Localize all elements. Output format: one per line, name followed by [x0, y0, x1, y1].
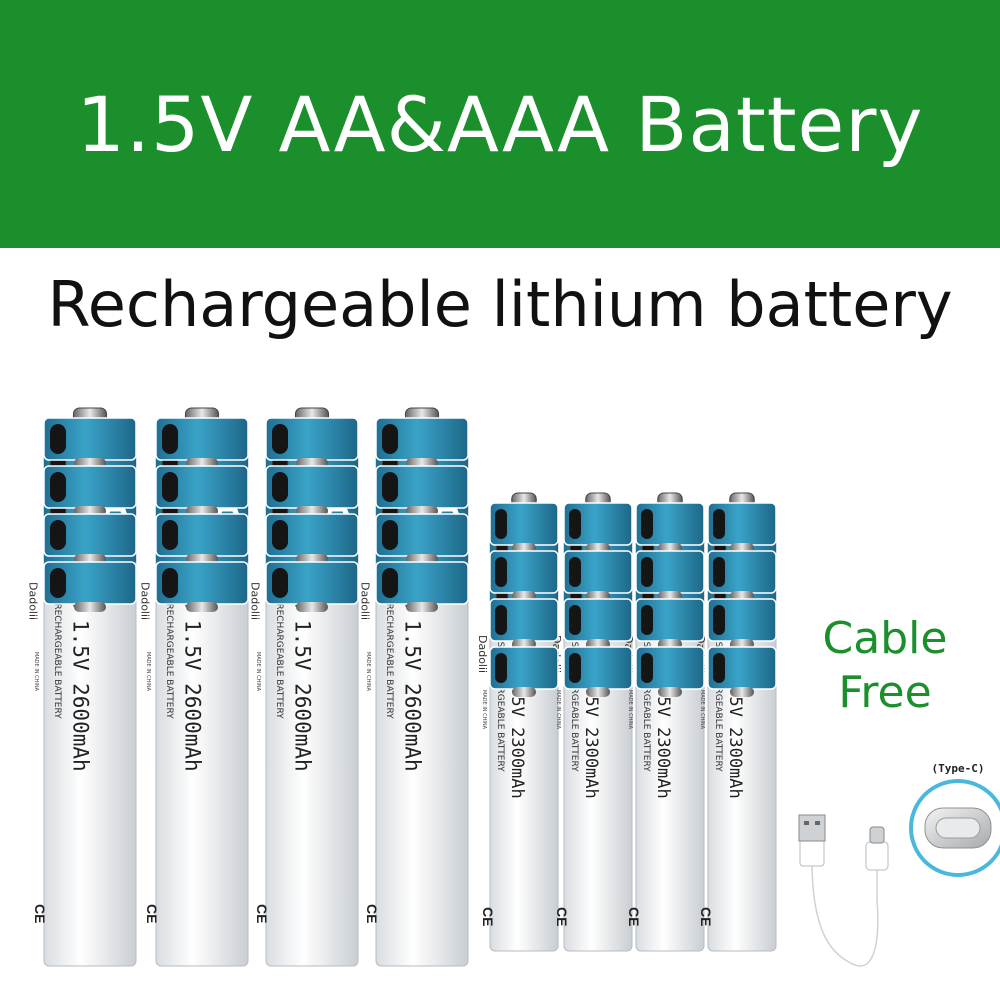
battery-print: AA 1.5V 2600mAh USB RECHARGEABLE BATTERY D… — [358, 582, 424, 923]
battery-origin: MADE IN CHINA — [555, 690, 561, 730]
usb-c-port-icon — [382, 424, 398, 454]
battery-type: USB RECHARGEABLE BATTERY — [384, 582, 394, 719]
battery-type: USB RECHARGEABLE BATTERY — [274, 582, 284, 719]
usb-c-port-icon — [272, 520, 288, 550]
header-banner: 1.5V AA&AAA Battery — [0, 0, 1000, 248]
battery-cap — [74, 602, 106, 612]
battery-type: USB RECHARGEABLE BATTERY — [164, 582, 174, 719]
battery-type: USB RECHARGEABLE BATTERY — [641, 635, 651, 772]
usb-c-port-icon — [382, 568, 398, 598]
battery-cap — [296, 602, 328, 612]
usb-c-port-icon — [162, 472, 178, 502]
ce-mark: CE — [480, 907, 496, 926]
battery-brand: Dadolii — [248, 582, 261, 620]
usb-c-port-icon — [50, 472, 66, 502]
battery-origin: MADE IN CHINA — [145, 652, 151, 692]
type-c-connector-icon — [909, 779, 1000, 877]
subtitle: Rechargeable lithium battery — [47, 268, 953, 341]
ce-mark: CE — [144, 904, 160, 923]
ce-mark: CE — [364, 904, 380, 923]
usb-c-port-icon — [162, 520, 178, 550]
usb-c-port-icon — [272, 472, 288, 502]
usb-c-port-icon — [495, 653, 507, 683]
battery-cap — [512, 687, 536, 697]
usb-c-port-icon — [641, 653, 653, 683]
usb-c-port-icon — [641, 557, 653, 587]
usb-c-port-icon — [569, 509, 581, 539]
battery-print: AA 1.5V 2600mAh USB RECHARGEABLE BATTERY D… — [138, 582, 204, 923]
battery-cap — [586, 687, 610, 697]
usb-c-port-icon — [272, 568, 288, 598]
usb-c-port-icon — [713, 653, 725, 683]
battery-type: USB RECHARGEABLE BATTERY — [713, 635, 723, 772]
battery-type: USB RECHARGEABLE BATTERY — [52, 582, 62, 719]
usb-cable-icon — [798, 814, 889, 971]
battery-brand: Dadolii — [476, 635, 489, 673]
usb-c-port-icon — [713, 509, 725, 539]
usb-c-port-icon — [495, 557, 507, 587]
cable-free-label: Cable Free — [790, 612, 980, 720]
ce-mark: CE — [626, 907, 642, 926]
battery-print: AA 1.5V 2600mAh USB RECHARGEABLE BATTERY D… — [26, 582, 92, 923]
cable-free-line-1: Cable — [822, 613, 948, 664]
ce-mark: CE — [698, 907, 714, 926]
battery-brand: Dadolii — [358, 582, 371, 620]
banner-title: 1.5V AA&AAA Battery — [76, 79, 924, 169]
battery-model: AA 1.5V 2600mAh — [400, 582, 424, 772]
ce-mark: CE — [32, 904, 48, 923]
usb-c-port-icon — [569, 653, 581, 683]
battery-model: AA 1.5V 2600mAh — [180, 582, 204, 772]
battery-type: USB RECHARGEABLE BATTERY — [495, 635, 505, 772]
battery-type: USB RECHARGEABLE BATTERY — [569, 635, 579, 772]
usb-c-port-icon — [382, 520, 398, 550]
battery-origin: MADE IN CHINA — [481, 690, 487, 730]
battery-cap — [658, 687, 682, 697]
usb-c-port-icon — [641, 509, 653, 539]
battery-origin: MADE IN CHINA — [627, 690, 633, 730]
usb-c-port-icon — [713, 557, 725, 587]
battery-model: AA 1.5V 2600mAh — [290, 582, 314, 772]
battery-print: AA 1.5V 2600mAh USB RECHARGEABLE BATTERY D… — [248, 582, 314, 923]
battery-brand: Dadolii — [138, 582, 151, 620]
cable-free-line-2: Free — [838, 667, 932, 718]
battery-origin: MADE IN CHINA — [33, 652, 39, 692]
battery-cap — [406, 602, 438, 612]
battery-origin: MADE IN CHINA — [699, 690, 705, 730]
ce-mark: CE — [554, 907, 570, 926]
usb-c-port-icon — [50, 424, 66, 454]
usb-c-port-icon — [50, 568, 66, 598]
usb-c-port-icon — [162, 568, 178, 598]
usb-c-port-icon — [272, 424, 288, 454]
battery-model: AA 1.5V 2600mAh — [68, 582, 92, 772]
ce-mark: CE — [254, 904, 270, 923]
battery-origin: MADE IN CHINA — [255, 652, 261, 692]
usb-c-port-icon — [569, 605, 581, 635]
usb-c-port-icon — [641, 605, 653, 635]
usb-c-port-icon — [713, 605, 725, 635]
usb-c-port-icon — [495, 509, 507, 539]
battery-cap — [186, 602, 218, 612]
usb-c-port-icon — [495, 605, 507, 635]
usb-c-port-icon — [50, 520, 66, 550]
type-c-label: (Type-C) — [931, 762, 985, 775]
usb-c-port-icon — [382, 472, 398, 502]
battery-brand: Dadolii — [26, 582, 39, 620]
usb-c-port-icon — [569, 557, 581, 587]
battery-cap — [730, 687, 754, 697]
usb-c-port-icon — [162, 424, 178, 454]
battery-origin: MADE IN CHINA — [365, 652, 371, 692]
